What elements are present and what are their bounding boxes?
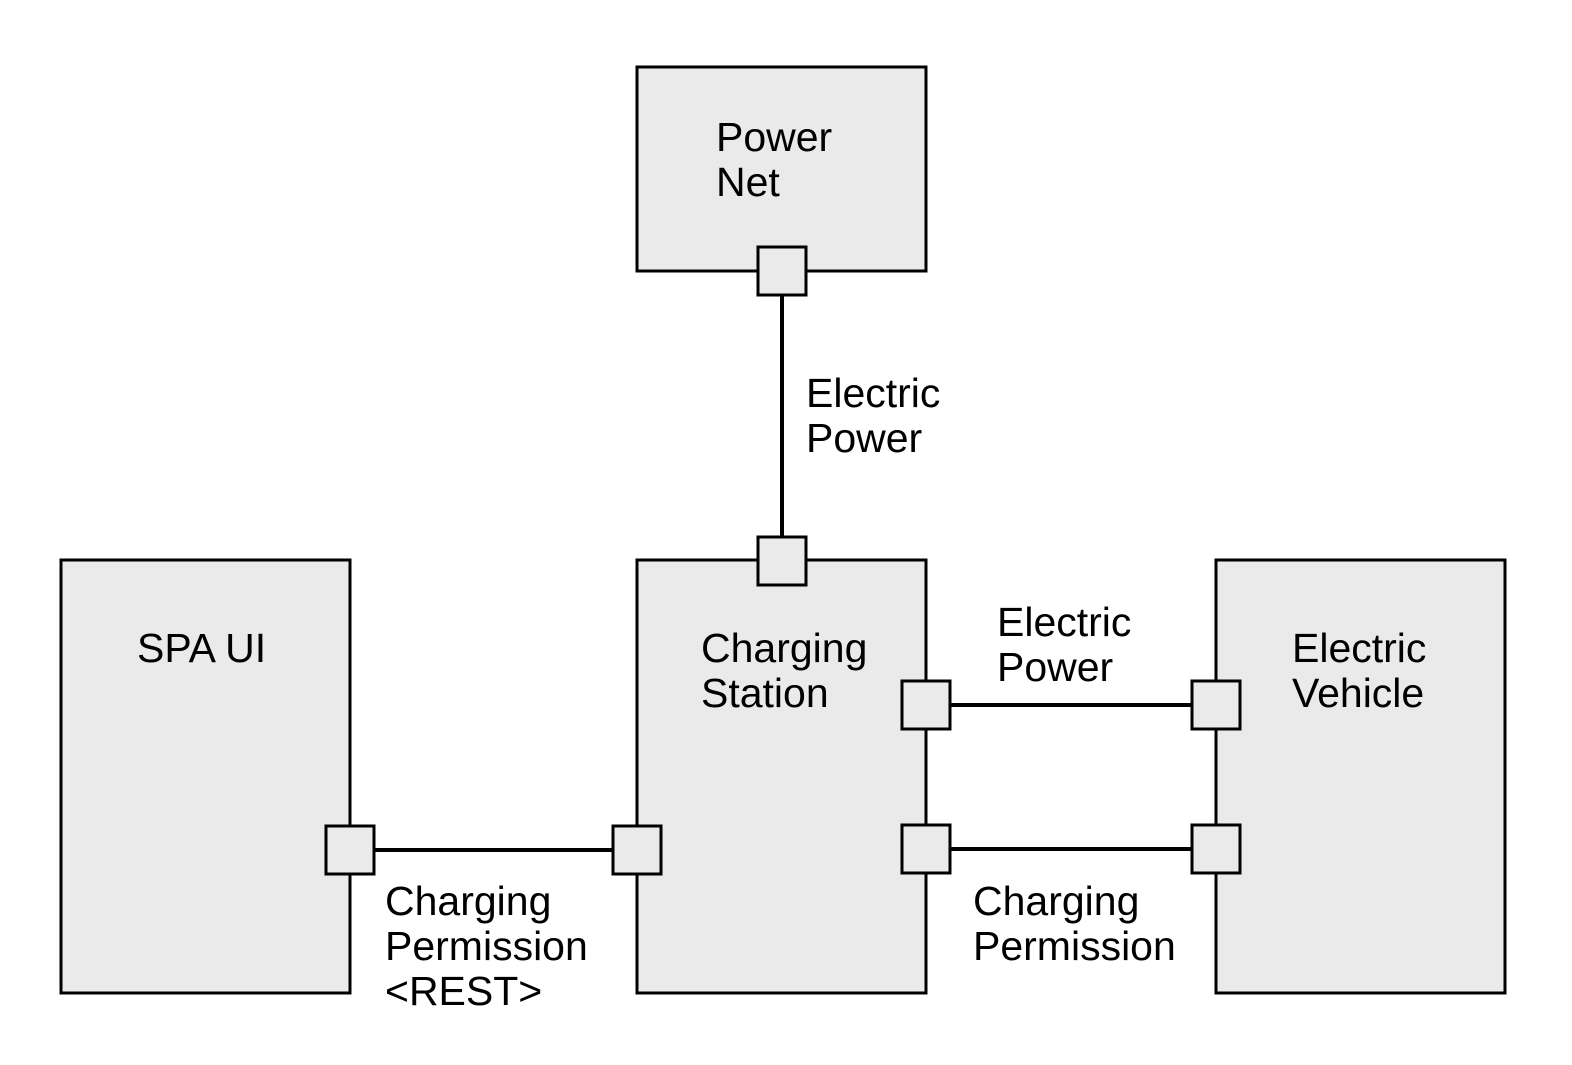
port-vehicle-left-power[interactable] xyxy=(1190,679,1242,731)
power-net-label-line1: Power xyxy=(716,114,832,160)
port-spa-ui-right[interactable] xyxy=(324,824,376,876)
station-to-vehicle-power-label-line2: Power xyxy=(997,644,1113,690)
station-to-vehicle-power-label-line1: Electric xyxy=(997,599,1131,645)
port-vehicle-left-permission[interactable] xyxy=(1190,823,1242,875)
block-power-net[interactable]: Power Net xyxy=(635,65,928,273)
station-to-vehicle-permission-label-line1: Charging xyxy=(973,878,1139,924)
electric-vehicle-label-line1: Electric xyxy=(1292,625,1426,671)
block-electric-vehicle[interactable]: Electric Vehicle xyxy=(1214,558,1507,995)
station-to-vehicle-permission-label-line2: Permission xyxy=(973,923,1176,969)
port-station-right-power[interactable] xyxy=(900,679,952,731)
block-charging-station[interactable]: Charging Station xyxy=(635,558,928,995)
spa-to-station-label-line2: Permission xyxy=(385,923,588,969)
power-net-label-line2: Net xyxy=(716,159,780,205)
net-to-station-label-line1: Electric xyxy=(806,370,940,416)
spa-to-station-label-line1: Charging xyxy=(385,878,551,924)
spa-to-station-label-line3: <REST> xyxy=(385,968,542,1014)
spa-ui-label: SPA UI xyxy=(137,625,266,671)
net-to-station-label-line2: Power xyxy=(806,415,922,461)
charging-station-label-line2: Station xyxy=(701,670,829,716)
port-station-right-permission[interactable] xyxy=(900,823,952,875)
charging-station-label-line1: Charging xyxy=(701,625,867,671)
port-power-net-bottom[interactable] xyxy=(756,245,808,297)
block-spa-ui[interactable]: SPA UI xyxy=(59,558,352,995)
port-station-top[interactable] xyxy=(756,535,808,587)
electric-vehicle-label-line2: Vehicle xyxy=(1292,670,1424,716)
port-station-left[interactable] xyxy=(611,824,663,876)
